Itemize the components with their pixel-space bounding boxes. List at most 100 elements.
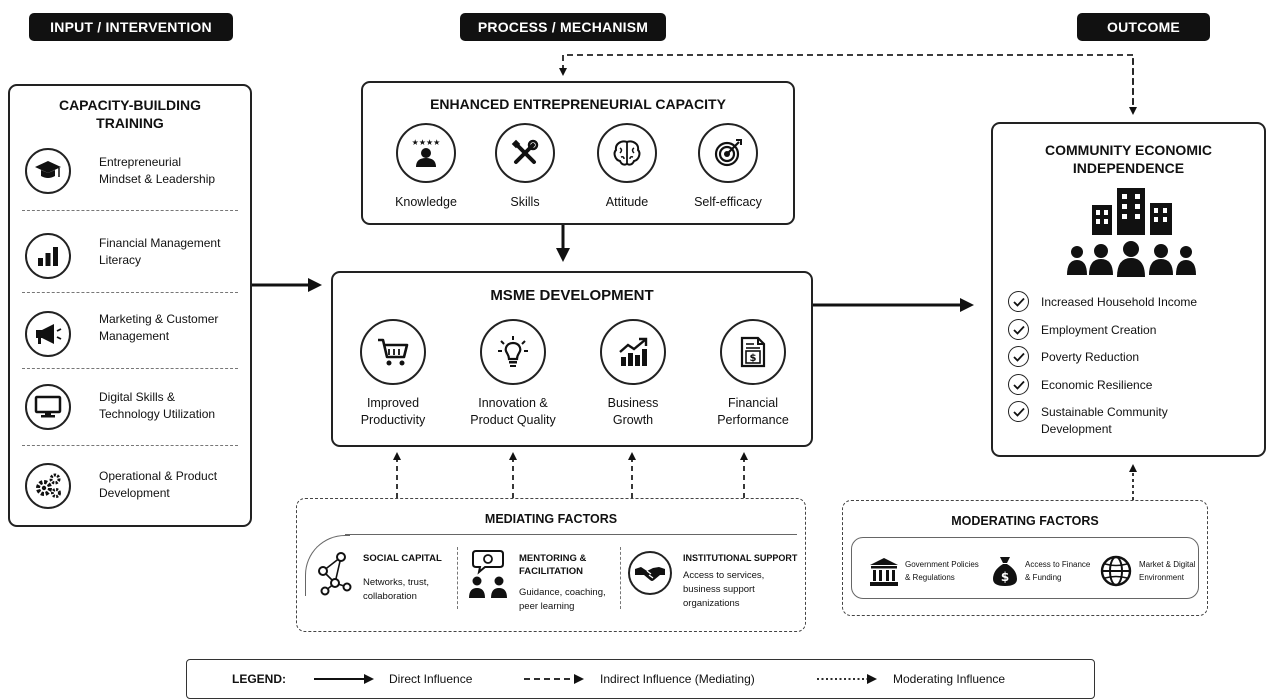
megaphone-icon (25, 311, 71, 357)
social-capital-line1: Networks, trust, (363, 577, 429, 588)
legend-indirect-arrow (524, 674, 584, 684)
bar-chart-icon (25, 233, 71, 279)
capacity-label-self-efficacy: Self-efficacy (694, 195, 762, 209)
msme-label-2-line1: Innovation & (478, 396, 548, 410)
moderating-inner-frame (851, 537, 1199, 599)
training-divider-1 (22, 210, 238, 211)
target-icon (698, 123, 758, 183)
mediating-divider-2 (620, 547, 621, 609)
msme-label-3-line2: Growth (612, 413, 654, 427)
moderating-box: MODERATING FACTORS Government Policies &… (842, 500, 1208, 616)
training-item-1-line1: Entrepreneurial (99, 155, 182, 169)
check-icon-2 (1008, 319, 1029, 340)
mentoring-title-1: MENTORING & (519, 553, 587, 564)
mediating-divider-1 (457, 547, 458, 609)
institutional-line2: business support (683, 584, 755, 595)
training-divider-2 (22, 292, 238, 293)
check-icon-1 (1008, 291, 1029, 312)
moderating-title: MODERATING FACTORS (951, 514, 1099, 528)
msme-title: MSME DEVELOPMENT (490, 287, 654, 304)
community-title-2: INDEPENDENCE (1072, 160, 1185, 176)
training-item-5-line1: Operational & Product (99, 469, 218, 483)
capacity-label-attitude: Attitude (605, 195, 649, 209)
mediating-title-underline (345, 534, 797, 535)
mediating-box: MEDIATING FACTORS SOCIAL CAPITAL Network… (296, 498, 806, 632)
graduation-cap-icon (25, 148, 71, 194)
community-box: COMMUNITY ECONOMIC INDEPENDENCE Increase… (991, 122, 1266, 457)
mediating-title: MEDIATING FACTORS (484, 512, 618, 526)
tools-icon (495, 123, 555, 183)
legend-title: LEGEND: (232, 672, 286, 686)
moderating-item-2-line1: Access to Finance (1025, 560, 1091, 569)
check-icon-5 (1008, 401, 1029, 422)
star-person-icon: ★★★★ (396, 123, 456, 183)
outcome-3: Poverty Reduction (1041, 350, 1140, 364)
mentoring-line1: Guidance, coaching, (519, 587, 606, 598)
svg-text:★★★★: ★★★★ (412, 138, 441, 147)
monitor-icon (25, 384, 71, 430)
government-icon (870, 558, 898, 586)
mentoring-title-2: FACILITATION (519, 566, 584, 577)
gears-icon (25, 463, 71, 509)
training-item-3-line1: Marketing & Customer (99, 312, 219, 326)
money-bag-icon: $ (993, 557, 1017, 586)
institutional-title: INSTITUTIONAL SUPPORT (683, 553, 798, 563)
training-divider-3 (22, 368, 238, 369)
header-process: PROCESS / MECHANISM (460, 13, 666, 41)
capacity-label-knowledge: Knowledge (395, 195, 457, 209)
network-icon (318, 552, 352, 596)
training-box: CAPACITY-BUILDING TRAINING Entrepreneuri… (8, 84, 252, 527)
handshake-icon (628, 551, 672, 595)
legend-box: LEGEND: Direct Influence Indirect Influe… (186, 659, 1095, 699)
globe-icon (1100, 555, 1132, 587)
outcome-1: Increased Household Income (1041, 295, 1198, 309)
training-title-1: CAPACITY-BUILDING (58, 97, 202, 113)
msme-label-4-line2: Performance (717, 413, 789, 427)
legend-direct-label: Direct Influence (389, 672, 473, 686)
msme-box: MSME DEVELOPMENT Improved Productivity I… (331, 271, 813, 447)
brain-icon (597, 123, 657, 183)
msme-label-3-line1: Business (607, 396, 659, 410)
legend-indirect-label: Indirect Influence (Mediating) (600, 672, 755, 686)
community-title-1: COMMUNITY ECONOMIC (1045, 142, 1212, 158)
capacity-box: ENHANCED ENTREPRENEURIAL CAPACITY ★★★★ K… (361, 81, 795, 225)
institutional-line3: organizations (683, 598, 740, 609)
legend-direct-arrow (314, 674, 374, 684)
training-item-3-line2: Management (99, 329, 170, 343)
training-item-1-line2: Mindset & Leadership (99, 172, 216, 186)
msme-label-2-line2: Product Quality (470, 413, 556, 427)
training-divider-4 (22, 445, 238, 446)
mentoring-line2: peer learning (519, 601, 575, 612)
training-item-2-line1: Financial Management (99, 236, 221, 250)
capacity-label-skills: Skills (510, 195, 540, 209)
svg-text:$: $ (750, 353, 757, 364)
moderating-item-3-line2: Environment (1139, 573, 1184, 582)
training-item-2-line2: Literacy (99, 253, 142, 267)
header-input: INPUT / INTERVENTION (29, 13, 233, 41)
training-item-4-line1: Digital Skills & (99, 390, 176, 404)
outcome-5-line2: Development (1041, 422, 1112, 436)
moderating-item-3-line1: Market & Digital (1139, 560, 1196, 569)
moderating-item-1-line2: & Regulations (905, 573, 955, 582)
cart-icon (360, 319, 426, 385)
lightbulb-icon (480, 319, 546, 385)
invoice-icon: $ (720, 319, 786, 385)
check-icon-3 (1008, 346, 1029, 367)
mentoring-icon (469, 550, 507, 598)
growth-chart-icon (600, 319, 666, 385)
msme-label-1-line2: Productivity (360, 413, 426, 427)
legend-moderating-arrow (817, 674, 877, 684)
social-capital-title: SOCIAL CAPITAL (363, 553, 442, 564)
moderating-item-1-line1: Government Policies (905, 560, 979, 569)
training-title-2: TRAINING (96, 115, 164, 131)
outcome-5: Sustainable Community (1041, 405, 1168, 419)
outcome-2: Employment Creation (1041, 323, 1157, 337)
header-outcome: OUTCOME (1077, 13, 1210, 41)
institutional-line1: Access to services, (683, 570, 765, 581)
capacity-title: ENHANCED ENTREPRENEURIAL CAPACITY (430, 96, 726, 112)
training-item-4-line2: Technology Utilization (99, 407, 216, 421)
outcome-4: Economic Resilience (1041, 378, 1153, 392)
check-icon-4 (1008, 374, 1029, 395)
community-buildings-people-icon (1067, 188, 1196, 277)
legend-moderating-label: Moderating Influence (893, 672, 1006, 686)
